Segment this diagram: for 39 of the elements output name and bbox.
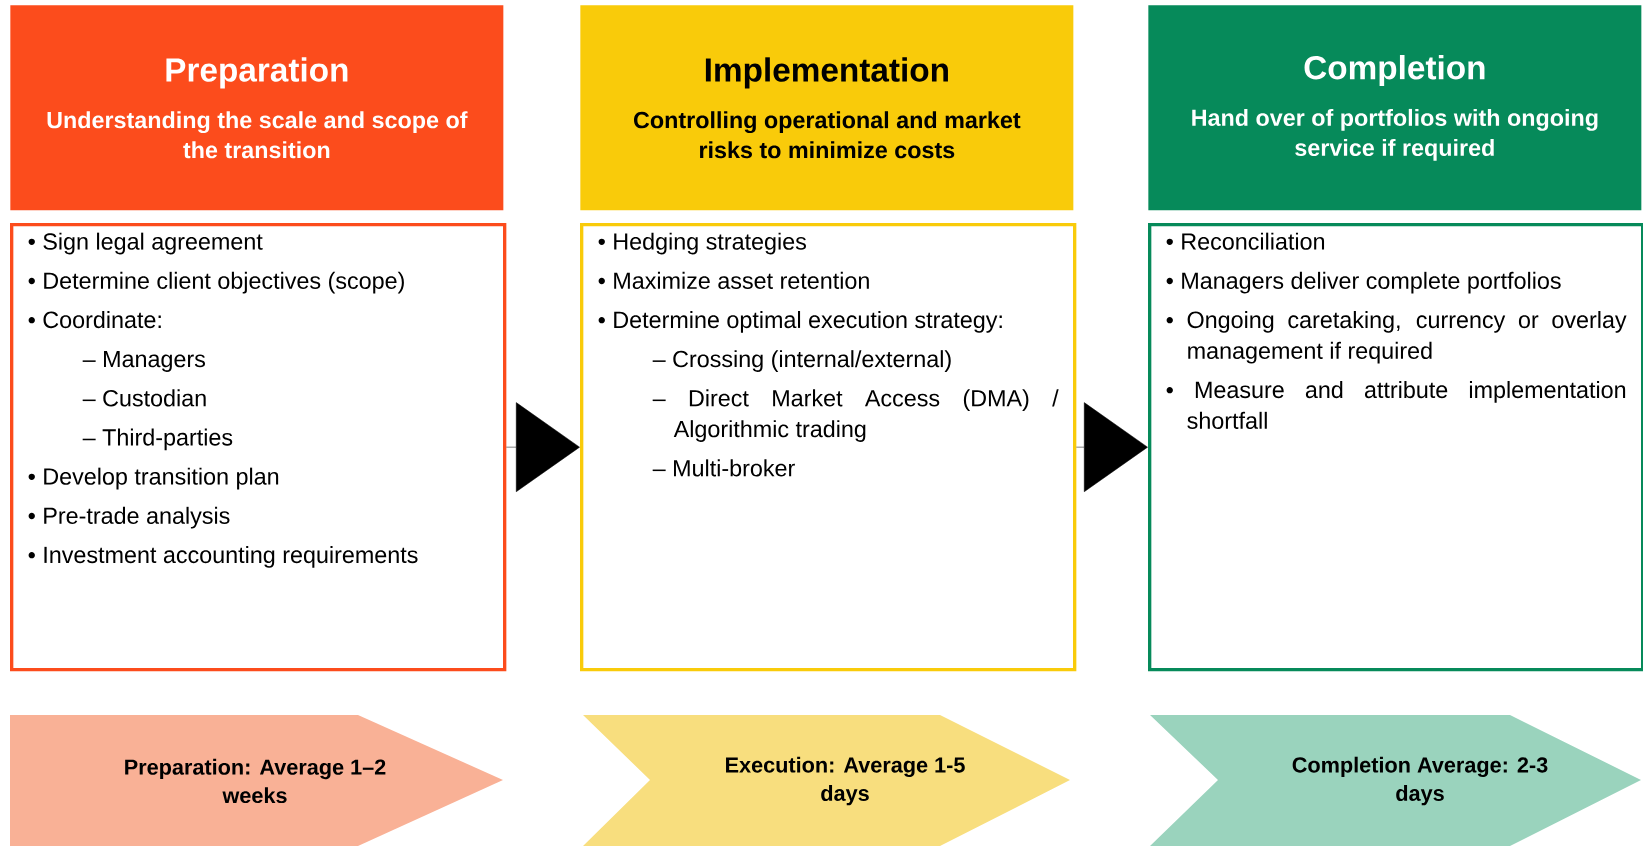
list-item: – Custodian [82, 389, 206, 407]
list-item: – Managers [82, 351, 205, 372]
chevron-label: Execution: Average 1-5 days [726, 756, 965, 806]
chevron-label: Preparation: Average 1–2 weeks [125, 758, 386, 804]
header-box [10, 5, 504, 211]
chevron [583, 715, 1070, 846]
content-box [1148, 223, 1643, 672]
list-item: • Investment accounting requirements [28, 546, 418, 568]
header-box [580, 5, 1074, 211]
list-item: • Ongoing caretaking, currency or overlay management if required [1166, 311, 1627, 364]
list-item: – Multi-broker [652, 459, 795, 477]
subtitle: Controlling operational and market risks to minimize costs [634, 111, 1021, 159]
list-item: – Crossing (internal/external) [652, 350, 951, 372]
content-box [580, 223, 1077, 672]
chevron-label: Completion Average: 2-3 days [1292, 756, 1548, 806]
list-item: • Coordinate: [28, 311, 161, 329]
list-item: – Direct Market Access (DMA) / Algorithmic trading [652, 389, 1059, 442]
chevron [10, 715, 503, 846]
content-box [10, 223, 507, 672]
list-item: • Managers deliver complete portfolios [1166, 271, 1561, 294]
heading: Implementation [705, 57, 948, 89]
list-item: • Develop transition plan [28, 467, 279, 490]
heading: Completion [1304, 55, 1485, 87]
list-item: • Maximize asset retention [598, 271, 869, 289]
list-item: • Reconciliation [1166, 232, 1325, 250]
header-box [1148, 5, 1642, 211]
chevron [1150, 715, 1641, 846]
list-item: – Third-parties [82, 428, 233, 451]
subtitle: Hand over of portfolios with ongoing service if required [1192, 108, 1598, 161]
list-item: • Determine optimal execution strategy: [598, 311, 1002, 333]
list-item: • Pre-trade analysis [28, 506, 230, 529]
subtitle: Understanding the scale and scope of the transition [47, 111, 468, 159]
list-item: • Measure and attribute implementation shortfall [1166, 381, 1626, 429]
list-item: • Determine client objectives (scope) [28, 271, 404, 294]
arrow [1076, 402, 1148, 492]
heading: Preparation [166, 57, 348, 89]
arrow [506, 402, 580, 492]
list-item: • Hedging strategies [598, 232, 806, 255]
list-item: • Sign legal agreement [28, 232, 263, 255]
